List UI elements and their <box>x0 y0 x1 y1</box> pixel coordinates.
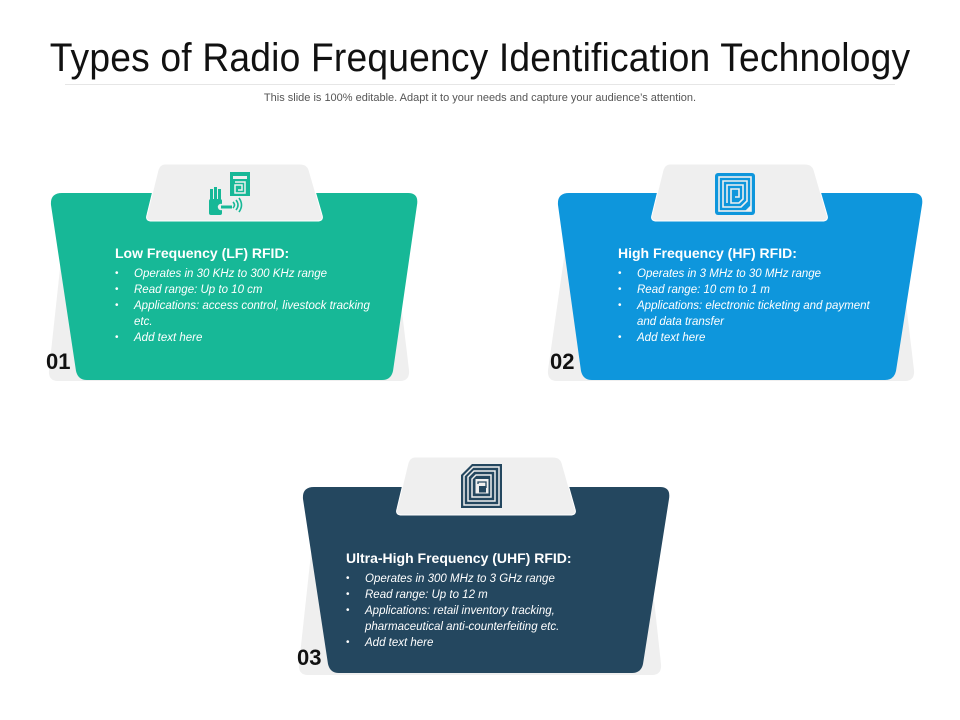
bullet-item: Applications: retail inventory tracking,… <box>346 603 636 635</box>
bullet-item: Read range: Up to 10 cm <box>115 282 375 298</box>
bullet-list: Operates in 300 MHz to 3 GHz range Read … <box>346 571 636 651</box>
bullet-item: Applications: access control, livestock … <box>115 298 375 330</box>
card-high-frequency: High Frequency (HF) RFID: Operates in 3 … <box>545 155 925 385</box>
card-content: Ultra-High Frequency (UHF) RFID: Operate… <box>346 550 636 651</box>
card-heading: Ultra-High Frequency (UHF) RFID: <box>346 550 572 566</box>
bullet-item: Operates in 3 MHz to 30 MHz range <box>618 266 888 282</box>
card-number: 01 <box>46 349 71 374</box>
card-heading: Low Frequency (LF) RFID: <box>115 245 290 261</box>
bullet-list: Operates in 30 KHz to 300 KHz range Read… <box>115 266 375 346</box>
rfid-chip-icon <box>458 462 506 510</box>
page-subtitle: This slide is 100% editable. Adapt it to… <box>263 92 697 104</box>
bullet-item: Read range: 10 cm to 1 m <box>618 282 888 298</box>
rfid-tag-icon <box>711 171 759 219</box>
bullet-item: Add text here <box>618 330 888 346</box>
bullet-list: Operates in 3 MHz to 30 MHz range Read r… <box>618 266 888 346</box>
card-number: 02 <box>550 349 575 374</box>
card-low-frequency: Low Frequency (LF) RFID: Operates in 30 … <box>40 155 420 385</box>
card-content: Low Frequency (LF) RFID: Operates in 30 … <box>115 245 375 346</box>
title-divider <box>65 84 895 85</box>
bullet-item: Add text here <box>115 330 375 346</box>
card-ultra-high-frequency: Ultra-High Frequency (UHF) RFID: Operate… <box>292 450 672 680</box>
bullet-item: Read range: Up to 12 m <box>346 587 636 603</box>
bullet-item: Add text here <box>346 635 636 651</box>
card-number: 03 <box>297 645 322 670</box>
card-heading: High Frequency (HF) RFID: <box>618 245 797 261</box>
card-content: High Frequency (HF) RFID: Operates in 3 … <box>618 245 888 346</box>
bullet-item: Operates in 300 MHz to 3 GHz range <box>346 571 636 587</box>
bullet-item: Operates in 30 KHz to 300 KHz range <box>115 266 375 282</box>
hand-rfid-card-icon <box>206 169 254 217</box>
bullet-item: Applications: electronic ticketing and p… <box>618 298 888 330</box>
page-title: Types of Radio Frequency Identification … <box>49 36 911 80</box>
